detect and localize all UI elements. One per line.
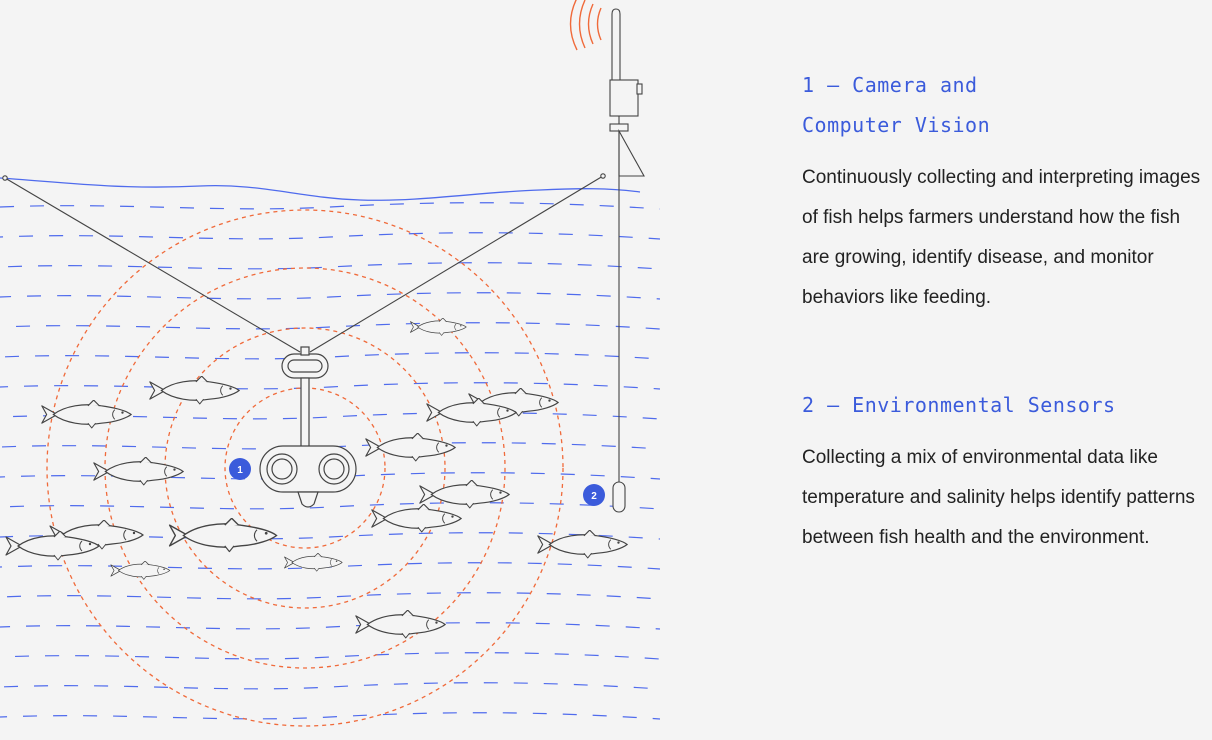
camera-pole	[300, 377, 310, 449]
mast-bracket	[618, 128, 645, 177]
water-line	[0, 532, 660, 540]
water-line	[0, 292, 660, 300]
fish	[149, 376, 240, 405]
camera-fin	[297, 491, 319, 508]
water-line	[0, 232, 660, 240]
camera-heading-line-1: 1 – Camera and	[802, 73, 978, 97]
signal-ring	[164, 327, 446, 609]
camera-section-body: Continuously collecting and interpreting…	[802, 167, 1201, 308]
signal-ring	[104, 267, 506, 669]
mooring-anchor	[600, 173, 606, 179]
camera-section-heading: 1 – Camera and Computer Vision	[802, 65, 1212, 145]
sensors-section-body: Collecting a mix of environmental data l…	[802, 447, 1195, 548]
water-line	[0, 502, 660, 510]
water-surface	[0, 177, 641, 201]
water-line	[0, 652, 660, 660]
fish	[110, 561, 171, 580]
marker-1: 1	[229, 458, 251, 480]
camera-section: 1 – Camera and Computer Vision Continuou…	[802, 65, 1212, 318]
water-line	[0, 382, 660, 390]
marker-1-label: 1	[237, 465, 243, 476]
sensors-section-heading: 2 – Environmental Sensors	[802, 393, 1116, 417]
camera-unit	[259, 346, 357, 508]
camera-heading-line-2: Computer Vision	[802, 113, 991, 137]
water-line	[0, 592, 660, 600]
aquaculture-diagram: 1 2	[0, 0, 660, 727]
buoy-mast	[609, 8, 645, 513]
sensors-section: 2 – Environmental Sensors Collecting a m…	[802, 385, 1212, 558]
water-line	[0, 622, 660, 630]
water-line	[0, 322, 660, 330]
water-line	[0, 352, 660, 360]
mast-box	[609, 79, 639, 117]
fish	[410, 318, 467, 336]
water-line	[0, 712, 660, 720]
fish	[168, 518, 278, 553]
water-line	[0, 262, 660, 270]
mooring-line-right	[309, 175, 604, 353]
water-line	[0, 202, 660, 210]
fish	[419, 480, 510, 509]
signal-rings	[46, 209, 564, 727]
sensor-icon	[612, 481, 626, 513]
mooring-anchor	[2, 175, 8, 181]
marker-2: 2	[583, 484, 605, 506]
mast-box-latch	[636, 83, 643, 95]
signal-ring	[46, 209, 564, 727]
wireless-signal-icon	[569, 0, 602, 51]
fish	[93, 457, 184, 486]
marker-2-label: 2	[591, 491, 597, 502]
fish	[371, 504, 462, 533]
mooring-lines	[2, 173, 606, 353]
antenna-icon	[611, 8, 621, 81]
mooring-line-left	[4, 177, 301, 353]
water-line	[0, 442, 660, 450]
fish	[355, 610, 446, 639]
water-line	[0, 682, 660, 690]
